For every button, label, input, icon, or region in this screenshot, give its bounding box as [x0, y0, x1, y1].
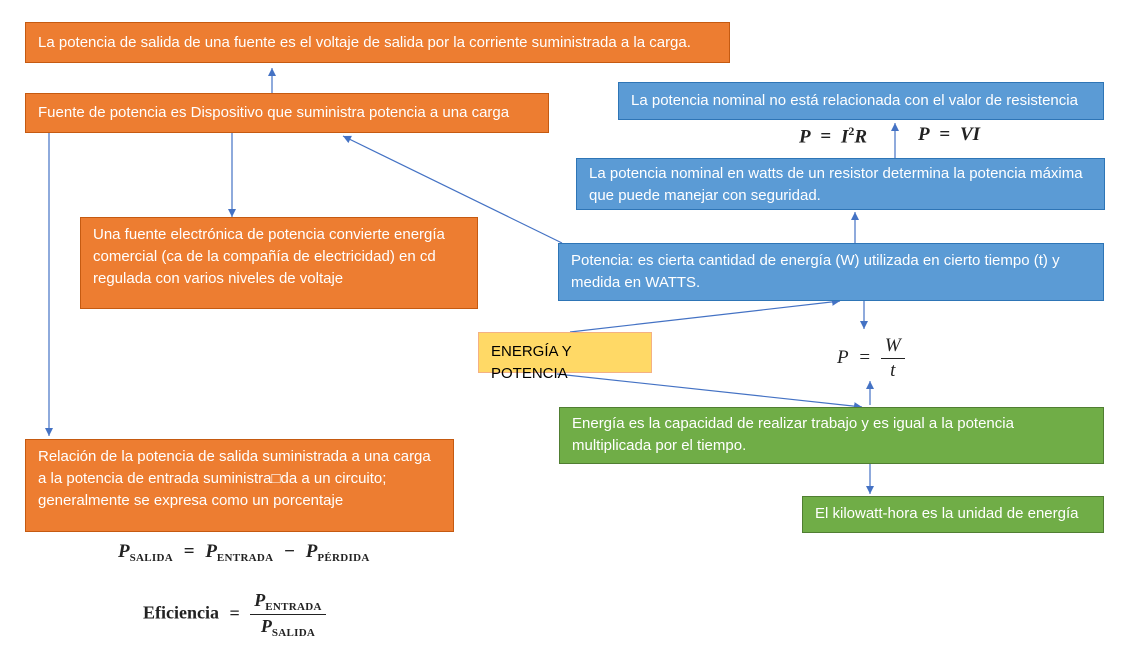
formula-efficiency: Eficiencia = PENTRADA PSALIDA	[143, 590, 326, 639]
arrow-topic-to-power	[569, 297, 841, 333]
output-power-definition-box: La potencia de salida de una fuente es e…	[25, 22, 730, 63]
formula-power-resistance: P = I2R	[799, 124, 868, 148]
nominal-watts-box: La potencia nominal en watts de un resis…	[576, 158, 1105, 210]
power-supply-definition-box: Fuente de potencia es Dispositivo que su…	[25, 93, 549, 133]
formula-power-energy-time: P = W t	[837, 335, 905, 382]
energy-definition-box: Energía es la capacidad de realizar trab…	[559, 407, 1104, 464]
power-definition-box: Potencia: es cierta cantidad de energía …	[558, 243, 1104, 301]
nominal-unrelated-box: La potencia nominal no está relacionada …	[618, 82, 1104, 120]
arrow-power-to-supply	[342, 135, 563, 244]
electronic-supply-box: Una fuente electrónica de potencia convi…	[80, 217, 478, 309]
arrow-topic-to-energy	[556, 373, 863, 411]
formula-output-loss: PSALIDA = PENTRADA − PPÉRDIDA	[118, 541, 370, 564]
formula-power-vi: P = VI	[918, 124, 981, 145]
kwh-unit-box: El kilowatt-hora es la unidad de energía	[802, 496, 1104, 533]
central-topic-box: ENERGÍA Y POTENCIA	[478, 332, 652, 382]
efficiency-definition-box: Relación de la potencia de salida sumini…	[25, 439, 454, 532]
